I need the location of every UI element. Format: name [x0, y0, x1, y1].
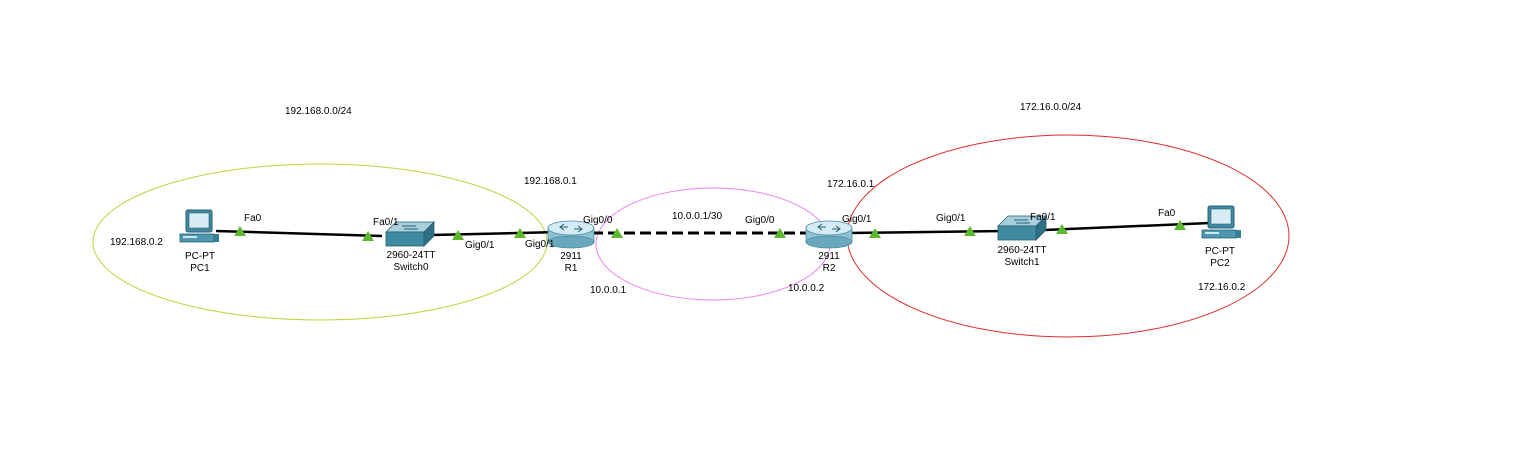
- port-status-sw1-fa01: [1056, 224, 1068, 234]
- sw0-gig01-port-label: Gig0/1: [465, 240, 495, 251]
- port-status-sw1-gig01: [964, 226, 976, 236]
- switch-icon[interactable]: [385, 221, 435, 247]
- port-status-r2-gig01: [869, 228, 881, 238]
- port-status-sw0-gig01: [452, 230, 464, 240]
- switch0-device-label: 2960-24TT Switch0: [366, 250, 456, 274]
- pc1-model: PC-PT: [185, 251, 215, 262]
- sw1-gig01-port-label: Gig0/1: [936, 213, 966, 224]
- pc1-name: PC1: [190, 263, 210, 274]
- switch1-name: Switch1: [1004, 257, 1040, 268]
- switch1-model: 2960-24TT: [997, 245, 1047, 256]
- link-r2-switch1[interactable]: [847, 229, 1006, 235]
- r2-model: 2911: [818, 251, 840, 262]
- switch-icon[interactable]: [997, 215, 1047, 241]
- sw0-fa01-port-label: Fa0/1: [373, 217, 399, 228]
- lan1-network-ellipse: [92, 163, 548, 321]
- port-status-sw0-fa01: [362, 231, 374, 241]
- pc2-ip-label: 172.16.0.2: [1198, 282, 1246, 293]
- r2-gig01-port-label: Gig0/1: [842, 214, 872, 225]
- port-status-pc1-fa0: [234, 226, 246, 236]
- pc1-fa0-port-label: Fa0: [244, 213, 262, 224]
- pc2-model: PC-PT: [1205, 246, 1235, 257]
- lan1-network-label: 192.168.0.0/24: [285, 106, 352, 117]
- port-status-r2-gig00: [774, 228, 786, 238]
- r1-gig01-port-label: Gig0/1: [525, 239, 555, 250]
- r1-name: R1: [564, 263, 578, 274]
- pc-icon[interactable]: [1201, 205, 1241, 239]
- pc1-device-label: PC-PT PC1: [155, 251, 245, 275]
- switch0-name: Switch0: [393, 262, 429, 273]
- r2-gig00-port-label: Gig0/0: [745, 215, 775, 226]
- r2-lan-ip-label: 172.16.0.1: [827, 179, 875, 190]
- r2-name: R2: [822, 263, 836, 274]
- pc2-name: PC2: [1210, 258, 1230, 269]
- sw1-fa01-port-label: Fa0/1: [1030, 212, 1056, 223]
- lan2-network-label: 172.16.0.0/24: [1020, 102, 1082, 113]
- pc2-fa0-port-label: Fa0: [1158, 208, 1176, 219]
- wan-network-label: 10.0.0.1/30: [672, 211, 723, 222]
- pc-icon[interactable]: [179, 209, 219, 243]
- pc1-ip-label: 192.168.0.2: [110, 237, 163, 248]
- port-status-r1-gig01: [514, 228, 526, 238]
- pc2-device-label: PC-PT PC2: [1175, 246, 1265, 270]
- r2-wan-ip-label: 10.0.0.2: [788, 283, 825, 294]
- r1-wan-ip-label: 10.0.0.1: [590, 285, 627, 296]
- link-pc1-switch0[interactable]: [215, 229, 383, 238]
- router-icon[interactable]: [547, 220, 595, 249]
- port-status-r1-gig00: [611, 228, 623, 238]
- switch0-model: 2960-24TT: [386, 250, 436, 261]
- r2-device-label: 2911 R2: [784, 251, 874, 275]
- router-icon[interactable]: [805, 220, 853, 249]
- r1-device-label: 2911 R1: [526, 251, 616, 275]
- switch1-device-label: 2960-24TT Switch1: [977, 245, 1067, 269]
- r1-gig00-port-label: Gig0/0: [583, 215, 613, 226]
- r1-model: 2911: [560, 251, 582, 262]
- port-status-pc2-fa0: [1174, 220, 1186, 230]
- link-switch0-r1[interactable]: [431, 230, 561, 237]
- r1-lan-ip-label: 192.168.0.1: [524, 176, 577, 187]
